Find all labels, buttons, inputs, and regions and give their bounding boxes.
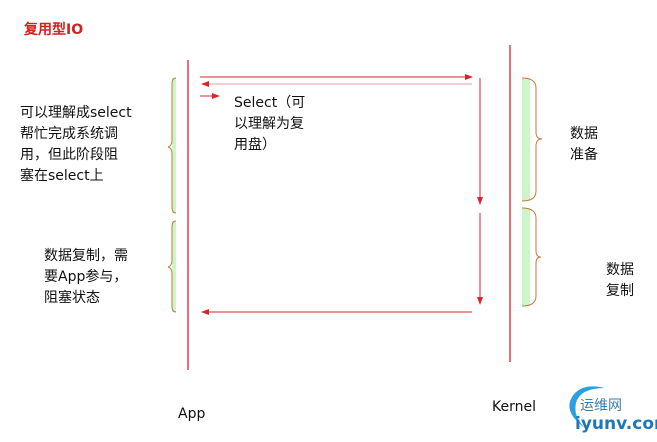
brace-fill — [522, 208, 530, 306]
watermark-url: iyunv.com — [575, 414, 657, 434]
select-note: Select（可 以理解为复 用盘） — [234, 95, 306, 153]
right-label-data-prepare: 数据 准备 — [570, 126, 598, 163]
left-brace-2 — [167, 220, 177, 313]
right-brace-1 — [521, 77, 543, 202]
kernel-label: Kernel — [492, 399, 536, 415]
left-label-data-copy: 数据复制，需 要App参与， 阻塞状态 — [44, 248, 128, 306]
right-brace-2 — [521, 207, 542, 307]
watermark-name: 运维网 — [580, 398, 622, 414]
brace-fill — [172, 78, 176, 213]
brace-fill — [522, 78, 530, 201]
brace-fill — [172, 221, 176, 312]
left-brace-1 — [167, 77, 177, 214]
left-label-select-blocking: 可以理解成select 帮忙完成系统调 用，但此阶段阻 塞在select上 — [20, 105, 132, 184]
logo-swoosh-icon — [569, 386, 605, 428]
right-label-data-copy: 数据 复制 — [606, 262, 634, 299]
diagram-title: 复用型IO — [24, 22, 84, 38]
app-label: App — [178, 406, 206, 422]
